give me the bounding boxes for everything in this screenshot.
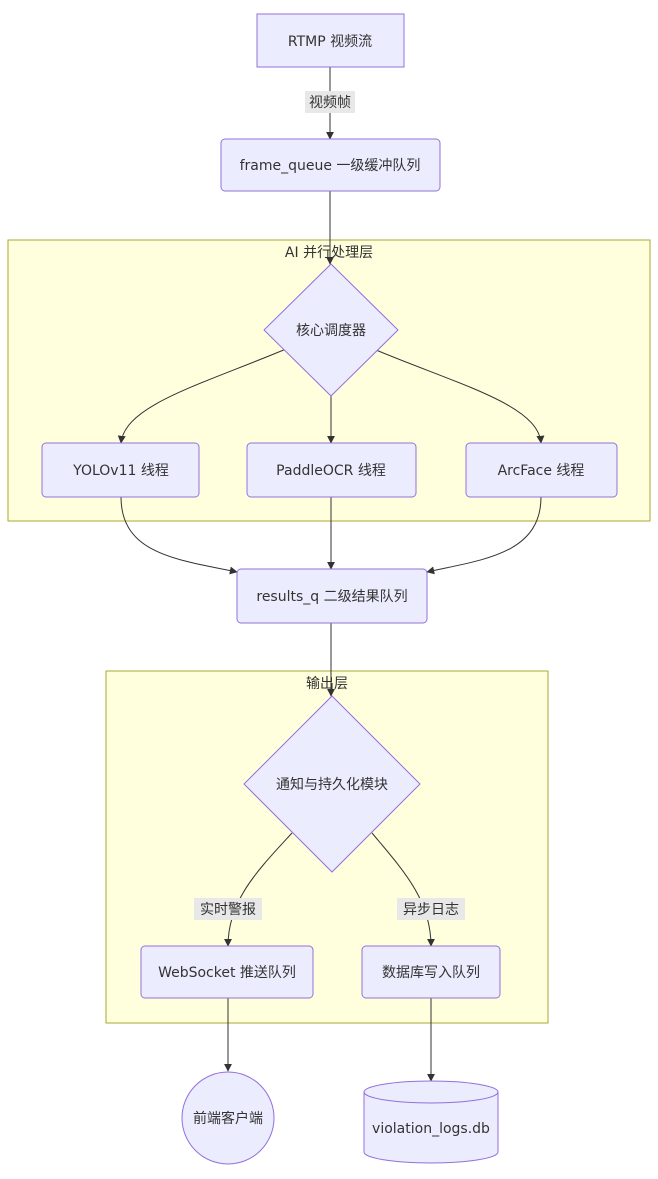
svg-text:实时警报: 实时警报 — [200, 902, 256, 918]
svg-text:异步日志: 异步日志 — [403, 902, 459, 918]
svg-text:通知与持久化模块: 通知与持久化模块 — [276, 776, 388, 793]
edge-label-video-frame: 视频帧 — [305, 91, 355, 113]
svg-text:ArcFace 线程: ArcFace 线程 — [498, 463, 585, 479]
cluster-ai-title: AI 并行处理层 — [285, 245, 373, 261]
node-rtmp-stream: RTMP 视频流 — [256, 13, 405, 68]
svg-text:视频帧: 视频帧 — [309, 95, 351, 111]
svg-text:核心调度器: 核心调度器 — [296, 323, 366, 339]
node-arcface-thread: ArcFace 线程 — [465, 442, 618, 498]
node-websocket-queue: WebSocket 推送队列 — [140, 945, 314, 999]
svg-text:violation_logs.db: violation_logs.db — [372, 1121, 490, 1137]
edge-label-async-log: 异步日志 — [397, 898, 465, 920]
node-ocr-thread: PaddleOCR 线程 — [246, 442, 417, 498]
svg-text:WebSocket 推送队列: WebSocket 推送队列 — [158, 965, 296, 981]
edge-label-realtime-alert: 实时警报 — [194, 898, 262, 920]
svg-text:PaddleOCR 线程: PaddleOCR 线程 — [276, 463, 386, 479]
svg-text:results_q 二级结果队列: results_q 二级结果队列 — [256, 589, 407, 605]
node-frame-queue: frame_queue 一级缓冲队列 — [220, 138, 441, 192]
node-results-queue: results_q 二级结果队列 — [236, 568, 428, 624]
svg-text:YOLOv11 线程: YOLOv11 线程 — [72, 463, 169, 479]
svg-text:数据库写入队列: 数据库写入队列 — [382, 965, 480, 981]
edge-scheduler-to-yolo — [117, 348, 287, 444]
cluster-output-title: 输出层 — [306, 676, 348, 692]
svg-text:RTMP 视频流: RTMP 视频流 — [288, 34, 372, 50]
node-frontend-client: 前端客户端 — [181, 1071, 275, 1165]
node-core-scheduler: 核心调度器 — [263, 263, 399, 397]
edge-yolo-to-results — [120, 496, 238, 575]
svg-text:前端客户端: 前端客户端 — [193, 1110, 263, 1127]
edge-scheduler-to-arcface — [375, 349, 545, 444]
edge-notify-to-db-queue — [371, 832, 435, 947]
edge-arcface-to-results — [426, 496, 542, 575]
node-notify-persist: 通知与持久化模块 — [243, 695, 421, 873]
edge-notify-to-websocket — [224, 832, 293, 947]
node-violation-db: violation_logs.db — [363, 1080, 499, 1164]
svg-text:frame_queue 一级缓冲队列: frame_queue 一级缓冲队列 — [240, 158, 421, 174]
node-db-write-queue: 数据库写入队列 — [361, 945, 501, 999]
node-yolo-thread: YOLOv11 线程 — [41, 442, 200, 498]
